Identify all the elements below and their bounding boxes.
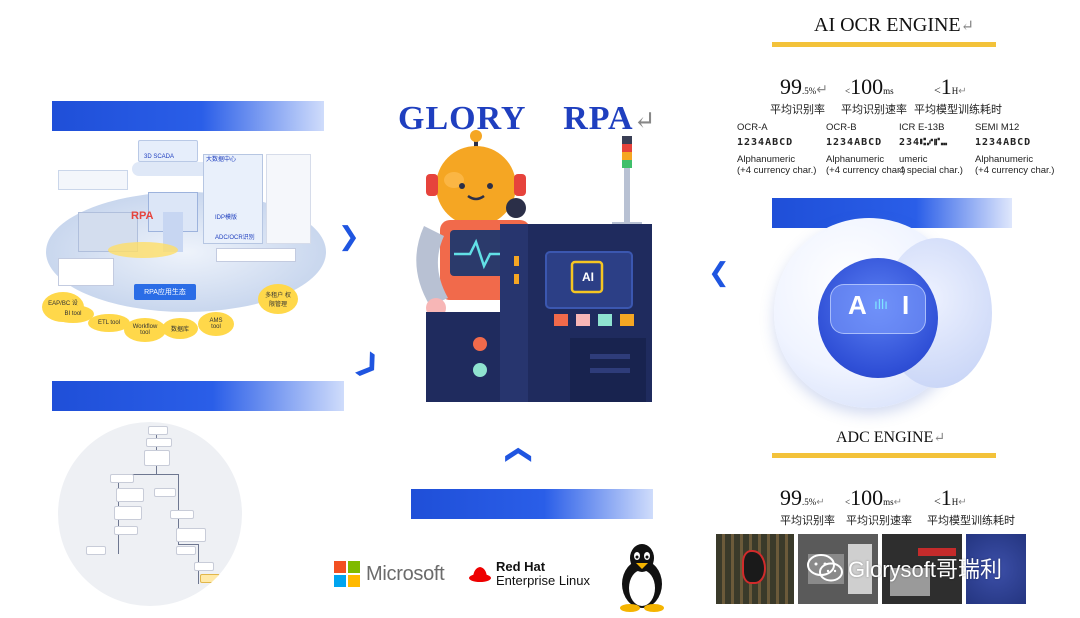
ocr-font-ocrb: OCR-B 1234ABCD Alphanumeric (+4 currency… bbox=[826, 122, 906, 176]
ocr-metric-speed: <100ms bbox=[845, 74, 894, 99]
eco-tag-db: 数据库 bbox=[162, 318, 198, 339]
adc-label-accuracy: 平均识别率 bbox=[780, 514, 835, 527]
chevron-down-right-icon: ❯ bbox=[351, 346, 387, 384]
chevron-right-icon: ❯ bbox=[338, 222, 360, 252]
adc-label-training: 平均模型训练耗时 bbox=[927, 514, 1015, 527]
ocr-engine-heading: AI OCR ENGINE↵ bbox=[814, 14, 975, 36]
adc-label: ADC/OCR识别 bbox=[215, 235, 255, 241]
ai-engine-badge: A ıllı I bbox=[772, 208, 994, 412]
adc-engine-heading: ADC ENGINE↵ bbox=[836, 429, 946, 446]
scada-label: 3D SCADA bbox=[144, 154, 175, 160]
eco-tag-bi: BI tool bbox=[52, 305, 94, 323]
redhat-label-1: Red Hat bbox=[496, 559, 546, 574]
linux-tux-icon bbox=[614, 540, 670, 612]
ai-badge-letter-i: I bbox=[902, 290, 910, 320]
ai-badge-letter-a: A bbox=[848, 290, 867, 320]
eco-tag-tenant: 多租户 权限管理 bbox=[258, 284, 298, 314]
ecosystem-center-label: RPA应用生态 bbox=[134, 284, 196, 300]
chevron-up-icon: ❯ bbox=[501, 444, 532, 466]
adc-heading-underline bbox=[772, 453, 996, 458]
section-bar-platforms bbox=[411, 489, 653, 519]
defect-image-3 bbox=[882, 534, 962, 604]
datacenter-label: 大数据中心 bbox=[206, 157, 237, 163]
defect-image-1 bbox=[716, 534, 794, 604]
watermark: Glorysoft哥瑞利 bbox=[806, 552, 1002, 584]
adc-metric-speed: <100ms↵ bbox=[845, 485, 902, 510]
ocr-font-semi: SEMI M12 1234ABCD Alphanumeric (+4 curre… bbox=[975, 122, 1055, 176]
ocr-metric-accuracy: 99.5%↵ bbox=[780, 74, 828, 99]
waveform-icon: ıllı bbox=[874, 296, 888, 312]
ocr-label-training: 平均模型训练耗时 bbox=[914, 103, 1002, 116]
defect-image-4 bbox=[966, 534, 1026, 604]
eco-tag-workflow: Workflow tool bbox=[124, 318, 166, 342]
ocr-heading-underline bbox=[772, 42, 996, 47]
microsoft-logo: Microsoft bbox=[334, 561, 445, 587]
adc-metric-training: <1H↵ bbox=[934, 485, 967, 510]
eco-tag-ams: AMS tool bbox=[198, 312, 234, 336]
workflow-diagram-panel bbox=[58, 422, 242, 606]
robot-illustration: AI bbox=[400, 126, 656, 402]
ecosystem-illustration: RPA 3D SCADA 大数据中心 IDP模版 ADC/OCR识别 RPA应用… bbox=[38, 132, 338, 342]
section-bar-ecosystem bbox=[52, 101, 324, 131]
chip-ai-label: AI bbox=[582, 270, 594, 284]
ocr-font-ocra: OCR-A 1234ABCD Alphanumeric (+4 currency… bbox=[737, 122, 817, 176]
redhat-label-2: Enterprise Linux bbox=[496, 573, 590, 588]
redhat-logo: Red Hat Enterprise Linux bbox=[468, 560, 590, 588]
chevron-left-icon: ❮ bbox=[708, 258, 730, 288]
ocr-label-speed: 平均识别速率 bbox=[841, 103, 907, 116]
section-bar-workflow bbox=[52, 381, 344, 411]
rpa-tag: RPA bbox=[131, 210, 154, 222]
microsoft-label: Microsoft bbox=[366, 562, 445, 585]
ocr-label-accuracy: 平均识别率 bbox=[770, 103, 825, 116]
redhat-icon bbox=[469, 567, 491, 582]
adc-label-speed: 平均识别速率 bbox=[846, 514, 912, 527]
ocr-metric-training: <1H↵ bbox=[934, 74, 967, 99]
ocr-font-icr: ICR E-13B 234⑆⑇⑈⑉ umeric 4 special char.… bbox=[899, 122, 963, 176]
adc-metric-accuracy: 99.5%↵ bbox=[780, 485, 825, 510]
page-title: GLORY RPA↵ bbox=[398, 100, 657, 137]
eco-tag-etl: ETL tool bbox=[88, 314, 130, 332]
idp-label: IDP模版 bbox=[215, 215, 238, 221]
wechat-icon bbox=[807, 554, 843, 582]
